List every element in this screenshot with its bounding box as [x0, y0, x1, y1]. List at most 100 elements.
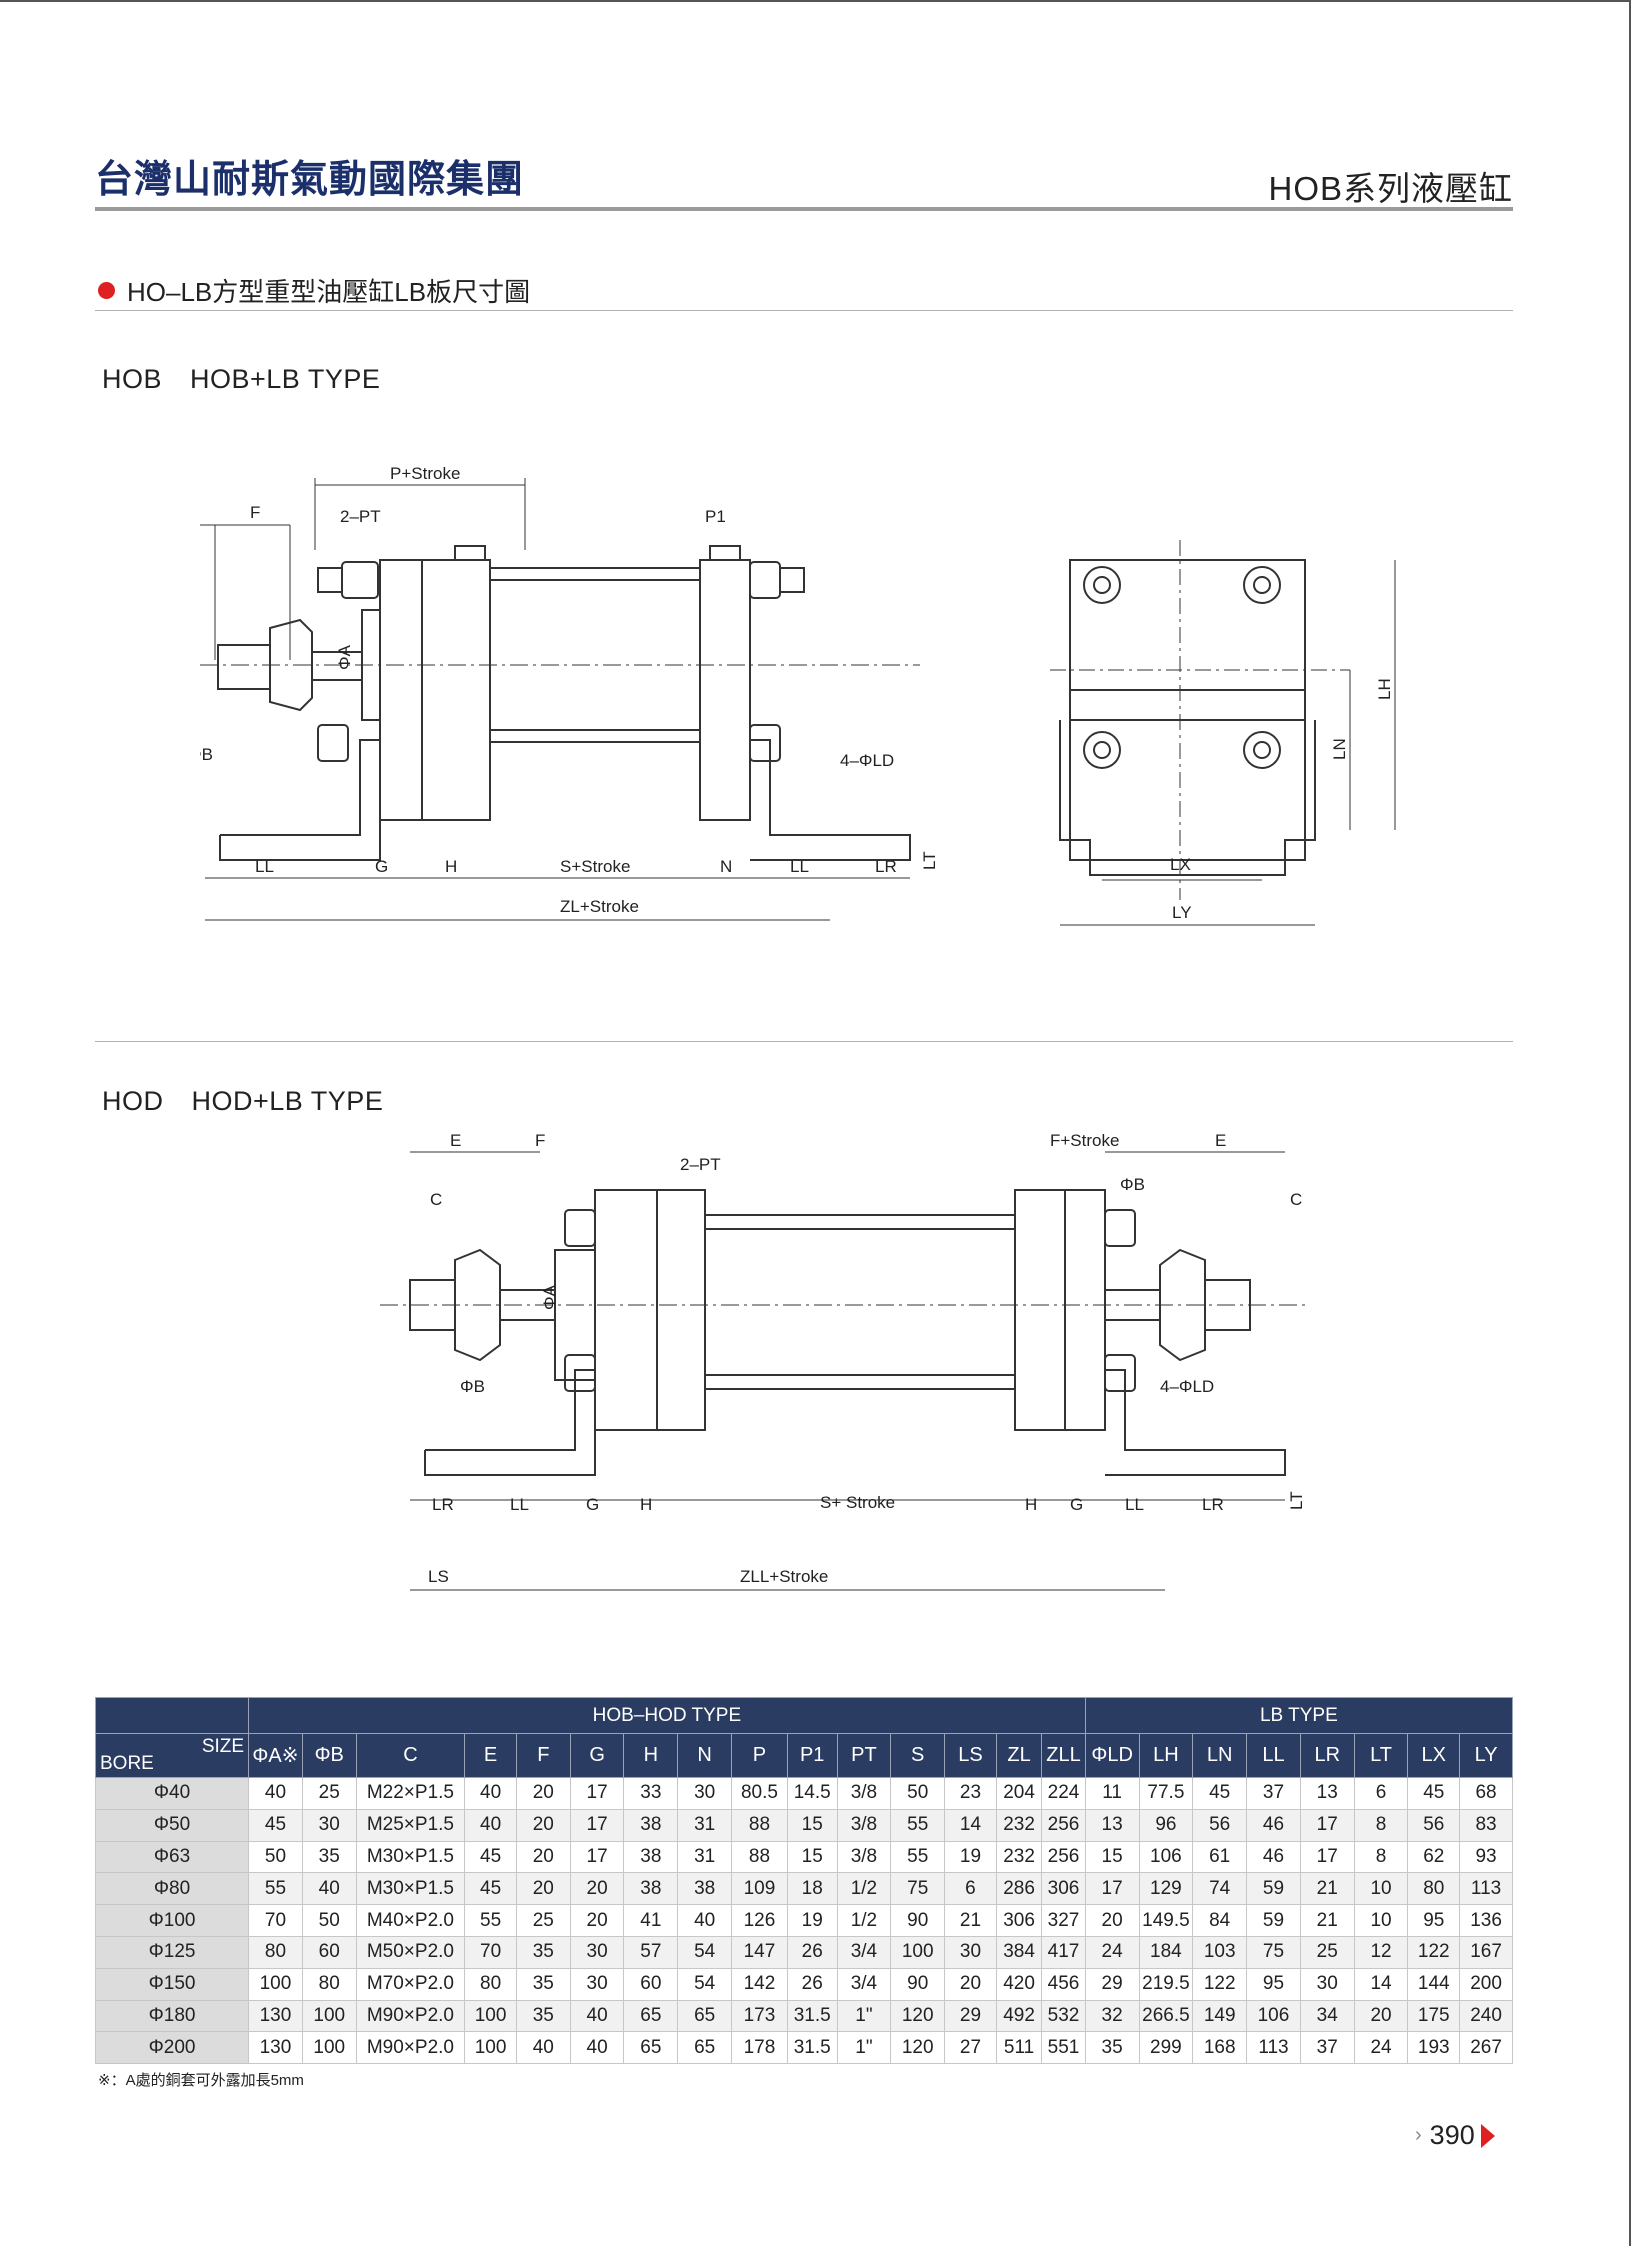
table-cell: 15: [1084, 1840, 1140, 1874]
table-cell: M30×P1.5: [355, 1840, 466, 1874]
table-cell: M22×P1.5: [355, 1777, 466, 1810]
table-cell: 1": [836, 1999, 892, 2033]
table-cell: 17: [1299, 1808, 1355, 1842]
hod-label-g-right: G: [1070, 1495, 1083, 1514]
table-cell: 14.5: [786, 1777, 838, 1810]
table-cell: 35: [301, 1840, 357, 1874]
table-cell: 50: [248, 1840, 303, 1874]
table-cell: 27: [944, 2031, 997, 2065]
table-cell: 20: [569, 1872, 625, 1906]
table-column-header: LX: [1407, 1733, 1461, 1778]
table-cell: 21: [1299, 1904, 1355, 1937]
table-column-header: G: [569, 1733, 625, 1778]
table-cell: 1/2: [836, 1872, 892, 1906]
table-cell: 90: [890, 1967, 946, 2001]
hod-label-phi-b-left: ΦB: [460, 1377, 485, 1396]
table-cell: 14: [944, 1808, 997, 1842]
hob-label-ll-left: LL: [255, 857, 274, 876]
table-cell: 113: [1459, 1872, 1513, 1906]
table-column-header: N: [677, 1733, 733, 1778]
table-cell: 20: [515, 1777, 571, 1810]
table-cell: 17: [1084, 1872, 1140, 1906]
table-cell: 232: [995, 1808, 1043, 1842]
table-column-header: H: [623, 1733, 679, 1778]
table-cell: 40: [248, 1777, 303, 1810]
table-column-header: PT: [836, 1733, 892, 1778]
table-cell: 21: [1299, 1872, 1355, 1906]
table-cell: 75: [890, 1872, 946, 1906]
table-cell: 17: [569, 1777, 625, 1810]
hod-label-c-right: C: [1290, 1190, 1302, 1209]
table-column-header: ΦB: [301, 1733, 357, 1778]
table-cell: 120: [890, 2031, 946, 2065]
page-header: 台灣山耐斯氣動國際集團 HOB系列液壓缸: [95, 148, 1513, 218]
table-cell: 20: [1353, 1999, 1409, 2033]
table-cell: 61: [1192, 1840, 1248, 1874]
table-cell: 8: [1353, 1840, 1409, 1874]
table-column-header: S: [890, 1733, 946, 1778]
table-column-header: LT: [1353, 1733, 1409, 1778]
table-cell: 8: [1353, 1808, 1409, 1842]
table-cell: 25: [301, 1777, 357, 1810]
hob-label-phi-b: ΦB: [200, 745, 213, 764]
hod-label-ll-left: LL: [510, 1495, 529, 1514]
table-cell: 30: [569, 1967, 625, 2001]
table-cell: 83: [1459, 1808, 1513, 1842]
table-cell: M50×P2.0: [355, 1935, 466, 1969]
table-cell: 25: [515, 1904, 571, 1937]
hob-label-s-stroke: S+Stroke: [560, 857, 630, 876]
table-cell: 384: [995, 1935, 1043, 1969]
table-bore-cell: Φ80: [94, 1872, 250, 1906]
hob-label-pt: 2–PT: [340, 507, 381, 526]
table-column-header: LL: [1246, 1733, 1301, 1778]
table-cell: 256: [1041, 1840, 1086, 1874]
table-cell: 200: [1459, 1967, 1513, 2001]
table-cell: 50: [890, 1777, 946, 1810]
hob-label-phi-a: ΦA: [335, 644, 354, 670]
table-column-header: LN: [1192, 1733, 1248, 1778]
table-cell: 299: [1138, 2031, 1194, 2065]
table-cell: 30: [569, 1935, 625, 1969]
table-cell: 122: [1192, 1967, 1248, 2001]
table-cell: 456: [1041, 1967, 1086, 2001]
table-cell: 20: [1084, 1904, 1140, 1937]
table-cell: 6: [944, 1872, 997, 1906]
table-cell: 40: [464, 1777, 517, 1810]
corner-bore-label: BORE: [100, 1753, 154, 1774]
table-cell: 26: [786, 1967, 838, 2001]
table-cell: 30: [1299, 1967, 1355, 2001]
hod-label-f: F: [535, 1131, 545, 1150]
hob-label-ll-right: LL: [790, 857, 809, 876]
table-column-header: ΦLD: [1084, 1733, 1140, 1778]
table-cell: 24: [1353, 2031, 1409, 2065]
table-cell: 26: [786, 1935, 838, 1969]
hob-label-lr-right: LR: [875, 857, 897, 876]
table-cell: 32: [1084, 1999, 1140, 2033]
table-cell: 45: [464, 1872, 517, 1906]
table-column-header: LS: [944, 1733, 997, 1778]
table-cell: 45: [464, 1840, 517, 1874]
table-bore-cell: Φ40: [94, 1777, 250, 1810]
table-cell: 46: [1246, 1808, 1301, 1842]
hod-label-phi-b-right: ΦB: [1120, 1175, 1145, 1194]
series-title: HOB系列液壓缸: [1268, 170, 1513, 207]
table-cell: 232: [995, 1840, 1043, 1874]
table-cell: 65: [677, 2031, 733, 2065]
table-cell: 178: [731, 2031, 788, 2065]
table-cell: 106: [1138, 1840, 1194, 1874]
table-cell: 65: [623, 1999, 679, 2033]
hod-label-pt: 2–PT: [680, 1155, 721, 1174]
hob-label-n: N: [720, 857, 732, 876]
table-cell: 62: [1407, 1840, 1461, 1874]
table-group-lb: LB TYPE: [1084, 1697, 1514, 1734]
table-column-header: P: [731, 1733, 788, 1778]
table-cell: 184: [1138, 1935, 1194, 1969]
table-bore-cell: Φ180: [94, 1999, 250, 2033]
table-cell: 15: [786, 1808, 838, 1842]
table-cell: 6: [1353, 1777, 1409, 1810]
